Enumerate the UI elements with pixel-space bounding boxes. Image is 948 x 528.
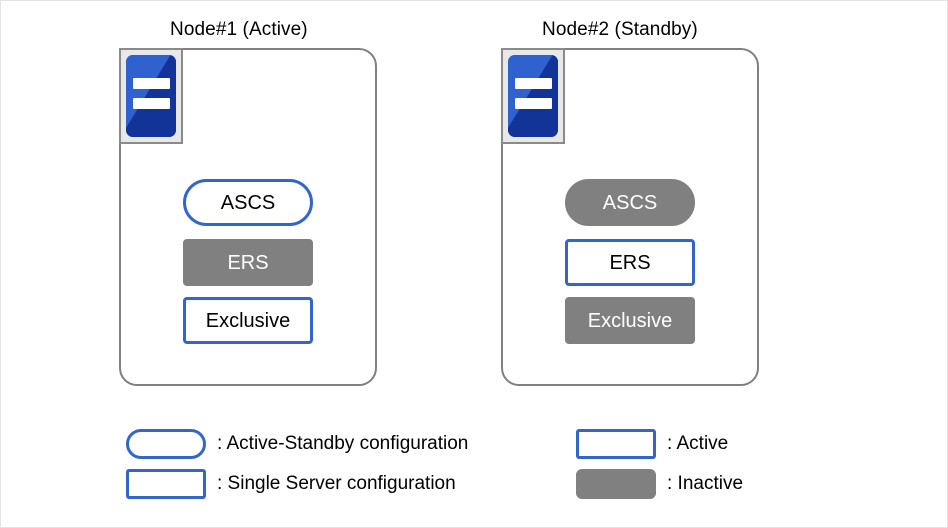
legend-swatch-pill <box>126 429 206 459</box>
legend-label-inactive: : Inactive <box>667 473 744 494</box>
node1-service-ascs[interactable]: ASCS <box>183 179 313 226</box>
legend-item-inactive: : Inactive <box>576 469 743 499</box>
legend-swatch-inactive <box>576 469 656 499</box>
node2-service-ascs[interactable]: ASCS <box>565 179 695 226</box>
node2-service-ers[interactable]: ERS <box>565 239 695 286</box>
server-icon-bar-bottom <box>514 98 552 109</box>
legend-label-active-standby: : Active-Standby configuration <box>217 433 469 454</box>
server-icon-bar-top <box>514 78 552 89</box>
legend-swatch-rect <box>126 469 206 499</box>
server-icon-bar-bottom <box>132 98 170 109</box>
server-icon <box>501 48 565 144</box>
legend-label-active: : Active <box>667 433 729 454</box>
node2-title: Node#2 (Standby) <box>542 19 698 40</box>
node1-service-ers[interactable]: ERS <box>183 239 313 286</box>
server-icon-body <box>508 55 558 137</box>
server-icon-bar-top <box>132 78 170 89</box>
legend-item-active-standby: : Active-Standby configuration <box>126 429 468 459</box>
server-icon <box>119 48 183 144</box>
legend-label-single-server: : Single Server configuration <box>217 473 456 494</box>
node1-service-exclusive[interactable]: Exclusive <box>183 297 313 344</box>
legend-item-single-server: : Single Server configuration <box>126 469 456 499</box>
node2-service-exclusive[interactable]: Exclusive <box>565 297 695 344</box>
node1-title: Node#1 (Active) <box>170 19 308 40</box>
legend-item-active: : Active <box>576 429 728 459</box>
legend-swatch-active <box>576 429 656 459</box>
server-icon-body <box>126 55 176 137</box>
